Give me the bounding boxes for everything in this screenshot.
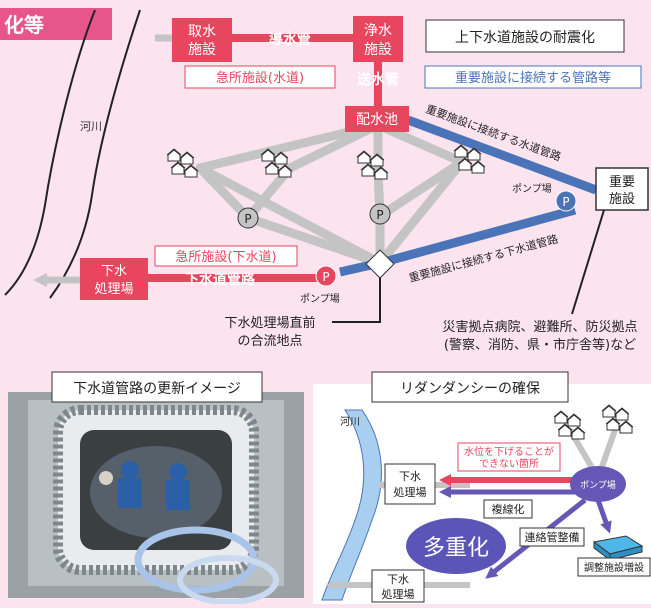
pump-red: P [315,265,337,287]
warning-line-1: 水位を下げることが [464,445,554,458]
transmission-pipe-label: 送水管 [356,71,399,88]
sewage-plant-upper-1: 下水 [399,470,421,483]
intake-facility-box [172,18,232,62]
svg-text:P: P [562,195,569,209]
urgent-sewer-legend: 急所施設(下水道) [175,249,276,265]
pump-gray-left: P [237,207,259,229]
disaster-leader [571,209,605,315]
sewage-plant-lower [371,569,425,603]
confluence-leader [332,278,381,323]
renewal-title: 下水道管路の更新イメージ [73,381,241,397]
river-label-bottom: 河川 [340,416,360,428]
disaster-label-1: 災害拠点病院、避難所、防災拠点 [442,319,637,335]
adjustment-label: 調整施設増設 [584,561,644,574]
pump-station-label-right: ポンプ場 [512,182,552,195]
purple-adjustment-arrow [595,499,612,534]
warning-line-2: できない箇所 [479,457,539,470]
title-box [425,19,625,53]
river-bank-right [49,9,141,299]
houses-1 [167,149,198,177]
important-facility-label-1: 重要 [609,174,635,190]
svg-text:P: P [376,208,383,222]
distribution-network [195,120,467,268]
adjustment-box [577,557,651,577]
sewage-plant-label-2: 処理場 [94,282,133,297]
conveyance-pipe-label: 導水管 [269,31,311,48]
connection-label: 連絡管整備 [525,530,580,544]
river-bank-left [4,9,96,296]
sewage-plant-upper [384,463,436,505]
confluence-label-1: 下水処理場直前 [224,315,315,331]
title-text: 上下水道施設の耐震化 [455,30,595,46]
sewage-plant-lower-1: 下水 [387,573,409,586]
sewage-plant-upper-2: 処理場 [394,486,427,499]
duplication-box [483,499,533,519]
header-tag: 化等 [4,13,44,37]
water-main-pipe [406,115,598,195]
pump-station-label-left: ポンプ場 [300,292,340,305]
svg-text:P: P [244,212,251,226]
connection-box [519,527,585,547]
urgent-water-legend-box [184,65,336,89]
pump-station-text: ポンプ場 [580,479,616,491]
pump-gray-center: P [369,203,391,225]
confluence-label-2: の合流地点 [237,334,302,349]
urgent-sewer-legend-box [154,245,298,267]
purification-facility-box [353,16,403,62]
intake-facility-label-2: 施設 [188,42,216,58]
river-label: 河川 [80,120,102,133]
intake-facility-label-1: 取水 [188,24,216,40]
purification-facility-label-2: 施設 [364,42,392,58]
multiplex-label: 多重化 [423,536,489,561]
important-facility-box [595,167,649,211]
redundancy-title-box [371,371,569,403]
warning-box [457,442,561,472]
key-pipes-legend-box [424,65,642,89]
disaster-label-2: (警察、消防、県・市庁舎等)など [444,337,636,353]
reservoir-label: 配水池 [356,112,398,128]
urgent-water-legend: 急所施設(水道) [216,70,304,86]
river-shape [321,409,382,601]
reservoir-box [345,106,409,132]
duplication-label: 複線化 [492,502,525,516]
houses-3 [357,151,388,179]
sewage-plant-lower-2: 処理場 [382,588,415,601]
pipe-renewal-photo [8,392,304,605]
sewer-main-pipe [378,205,577,268]
multiplex-ellipse [406,518,506,574]
renewal-title-box [51,371,263,403]
key-pipes-legend: 重要施設に接続する管路等 [455,70,611,86]
redundancy-title: リダンダンシーの確保 [400,381,540,397]
sewer-pipe-label: 下水道管路 [185,271,256,288]
purification-facility-label-1: 浄水 [364,23,392,39]
svg-text:P: P [322,270,329,284]
pump-station-ellipse [570,466,626,502]
important-facility-label-2: 施設 [609,191,635,207]
sewage-plant-label-1: 下水 [101,264,127,279]
sewage-plant-box [80,258,148,300]
pump-blue: P [555,190,577,212]
